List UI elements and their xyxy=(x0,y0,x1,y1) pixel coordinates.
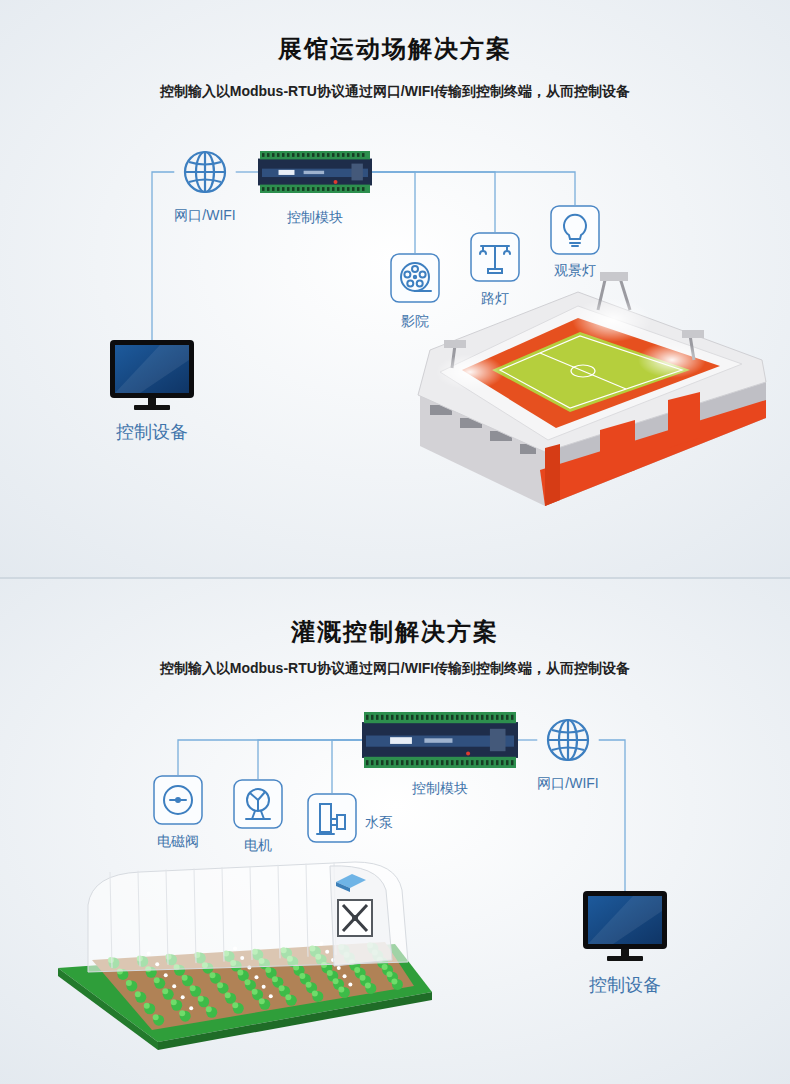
pump-icon-shape xyxy=(307,793,357,843)
control-module: 控制模块 xyxy=(258,151,372,226)
control-terminal-shape xyxy=(583,891,667,961)
connector-line xyxy=(152,172,174,340)
node-label: 控制设备 xyxy=(589,975,661,997)
cinema-icon-shape xyxy=(390,253,440,303)
control-module-shape xyxy=(362,712,518,768)
network-icon-shape xyxy=(545,717,591,763)
node-label: 电磁阀 xyxy=(157,833,199,850)
connector-line xyxy=(372,172,495,232)
connector-line xyxy=(332,740,362,793)
network-icon: 网口/WIFI xyxy=(174,149,235,224)
divider xyxy=(0,577,790,579)
control-module: 控制模块 xyxy=(362,712,518,797)
connector-line xyxy=(518,739,537,740)
solution-panel: 灌溉控制解决方案控制输入以Modbus-RTU协议通过网口/WIFI传输到控制终… xyxy=(0,579,790,1084)
control-terminal: 控制设备 xyxy=(583,891,667,997)
node-label: 网口/WIFI xyxy=(537,775,598,792)
valve-icon: 电磁阀 xyxy=(153,775,203,850)
light-icon-shape xyxy=(550,205,600,255)
node-label: 控制模块 xyxy=(412,780,468,797)
connector-line xyxy=(258,740,362,779)
node-label: 电机 xyxy=(244,837,272,854)
node-label: 网口/WIFI xyxy=(174,207,235,224)
control-terminal-shape xyxy=(110,340,194,410)
motor-icon: 电机 xyxy=(233,779,283,854)
connector-line xyxy=(236,171,258,172)
node-label: 水泵 xyxy=(365,814,393,831)
connector-line xyxy=(372,172,575,205)
greenhouse-illustration xyxy=(58,862,432,1050)
panel-title: 展馆运动场解决方案 xyxy=(0,33,790,65)
solution-panel: 展馆运动场解决方案控制输入以Modbus-RTU协议通过网口/WIFI传输到控制… xyxy=(0,0,790,577)
panel-subtitle: 控制输入以Modbus-RTU协议通过网口/WIFI传输到控制终端，从而控制设备 xyxy=(0,83,790,101)
light-icon: 观景灯 xyxy=(550,205,600,279)
stadium-illustration xyxy=(418,272,766,506)
motor-icon-shape xyxy=(233,779,283,829)
network-icon-shape xyxy=(182,149,228,195)
streetlamp-icon: 路灯 xyxy=(470,232,520,307)
streetlamp-icon-shape xyxy=(470,232,520,282)
panel-ground xyxy=(0,579,790,1084)
connector-line xyxy=(372,172,415,253)
panel-title: 灌溉控制解决方案 xyxy=(0,616,790,648)
control-terminal: 控制设备 xyxy=(110,340,194,444)
node-label: 观景灯 xyxy=(554,262,596,279)
pump-icon: 水泵 xyxy=(307,793,393,843)
node-label: 路灯 xyxy=(481,290,509,307)
connector-line xyxy=(599,740,625,891)
node-label: 控制模块 xyxy=(287,209,343,226)
node-label: 控制设备 xyxy=(116,422,188,444)
connector-line xyxy=(178,740,362,775)
cinema-icon: 影院 xyxy=(390,253,440,330)
panel-subtitle: 控制输入以Modbus-RTU协议通过网口/WIFI传输到控制终端，从而控制设备 xyxy=(0,660,790,678)
valve-icon-shape xyxy=(153,775,203,825)
panel-ground xyxy=(0,0,790,577)
node-label: 影院 xyxy=(401,313,429,330)
network-icon: 网口/WIFI xyxy=(537,717,598,792)
control-module-shape xyxy=(258,151,372,193)
